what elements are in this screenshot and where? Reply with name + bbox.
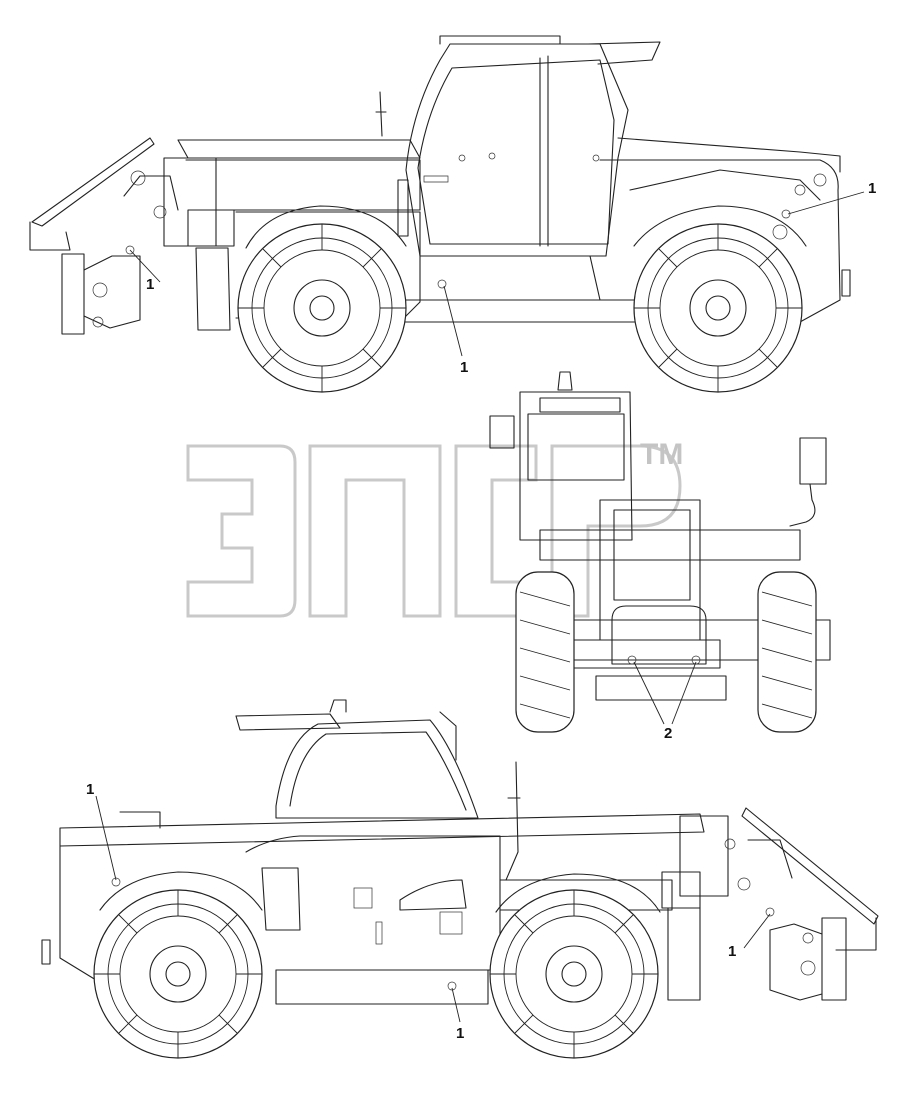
wheel-rear-top [633,223,803,393]
callout-label: 2 [664,725,672,742]
callout-label: 1 [456,1025,464,1042]
callout-label: 1 [86,781,94,798]
wheel-front-top [237,223,407,393]
rear-view [489,371,831,733]
wheel-rear-bottom [489,889,659,1059]
wheel-front-bottom [93,889,263,1059]
callout-label: 1 [868,180,876,197]
side-view-bottom [41,699,879,1059]
callout-leaders [95,191,865,1023]
side-view-top [29,35,851,393]
wheel-rear-left [515,571,575,733]
callout-label: 1 [146,276,154,293]
callout-label: 1 [460,359,468,376]
watermark-logo: TM [186,438,683,618]
wheel-rear-right [757,571,817,733]
watermark-tm: TM [640,438,683,471]
callout-label: 1 [728,943,736,960]
